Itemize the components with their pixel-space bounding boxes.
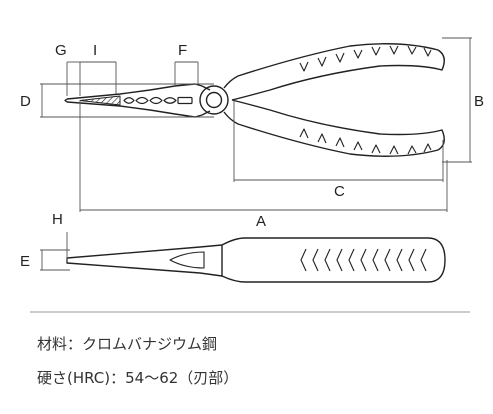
- nose-profile: [66, 244, 223, 277]
- pivot-outer: [199, 85, 229, 115]
- label-F: F: [178, 42, 187, 59]
- label-B: B: [474, 93, 484, 110]
- dimension-lines: [30, 37, 472, 313]
- jaw-tip: [64, 98, 68, 103]
- label-A: A: [256, 213, 266, 230]
- spec-hardness: 硬さ(HRC)：54～62（刃部）: [37, 369, 239, 387]
- spec-material: 材料：クロムバナジウム鋼: [37, 335, 218, 353]
- lower-jaw: [66, 101, 211, 118]
- label-D: D: [20, 93, 31, 110]
- label-I: I: [93, 42, 97, 59]
- label-G: G: [55, 42, 67, 59]
- pliers-top-view: [64, 43, 445, 157]
- label-H: H: [52, 211, 63, 228]
- upper-grip-teeth: [299, 45, 432, 72]
- upper-handle: [223, 43, 445, 101]
- pliers-bottom-view: [66, 237, 446, 283]
- upper-jaw: [66, 83, 211, 100]
- nose-cutter-profile: [169, 251, 205, 269]
- dimension-text: G I F D B C A H E: [20, 42, 484, 270]
- label-C: C: [334, 183, 345, 200]
- label-E: E: [20, 253, 30, 270]
- cutter-holes: [123, 96, 193, 105]
- handle-profile: [221, 237, 446, 283]
- lower-grip-teeth: [299, 128, 432, 155]
- serrated-nose: [79, 95, 121, 106]
- handle-grip-chevrons: [300, 248, 427, 272]
- pivot-inner: [205, 91, 223, 109]
